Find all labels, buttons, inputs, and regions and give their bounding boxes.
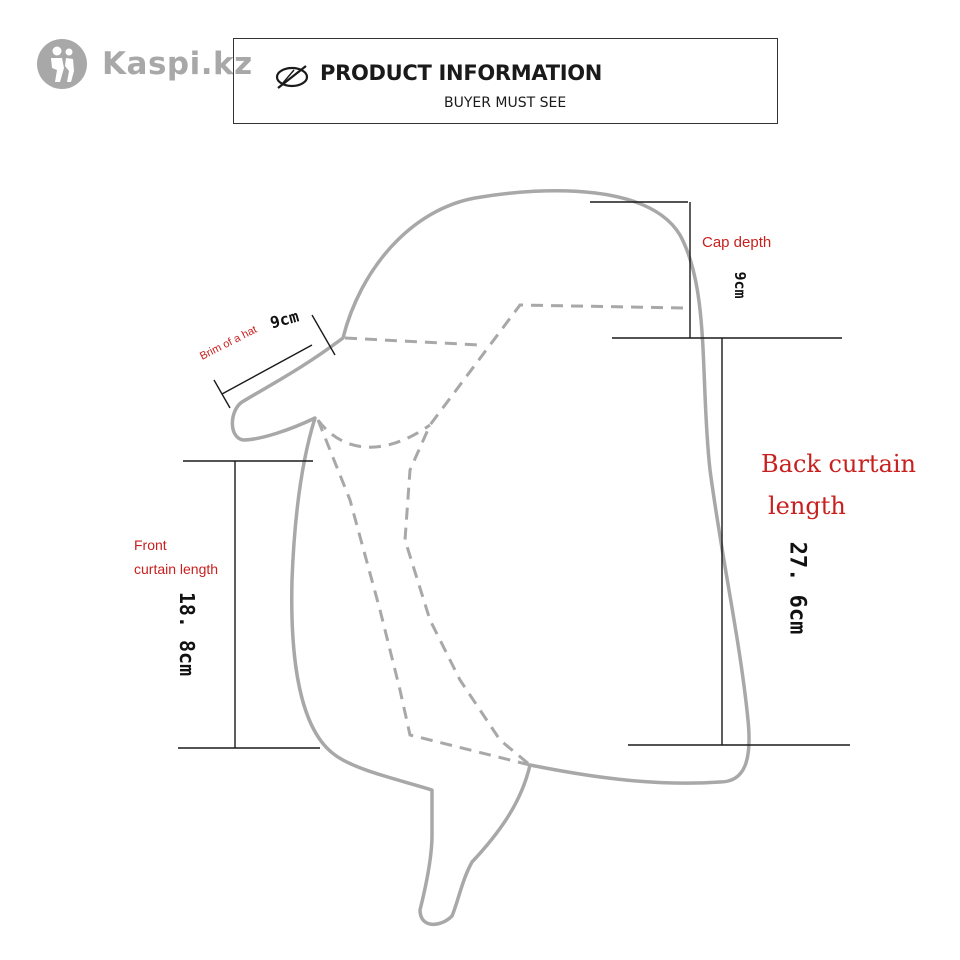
brand-name: Kaspi.kz xyxy=(102,46,253,82)
back-curtain-label-line1: Back curtain xyxy=(761,450,917,478)
dashed-seams xyxy=(316,303,684,767)
brim-tick-right xyxy=(311,314,336,356)
header-subtitle: BUYER MUST SEE xyxy=(444,95,567,111)
front-curtain-label-line2: curtain length xyxy=(134,561,219,577)
no-wash-icon xyxy=(275,65,309,89)
brand-logo: Kaspi.kz xyxy=(36,38,253,90)
back-curtain-label-line2: length xyxy=(768,492,846,520)
cap-depth-value: 9cm xyxy=(731,271,749,299)
product-info-header: PRODUCT INFORMATION BUYER MUST SEE xyxy=(233,38,778,124)
back-curtain-value: 27. 6cm xyxy=(784,541,810,635)
brim-tick-left xyxy=(213,379,231,409)
seam-face-opening xyxy=(316,419,431,449)
brim-line xyxy=(221,344,313,395)
seam-brim-base xyxy=(344,336,481,347)
kaspi-logo-icon xyxy=(37,39,87,89)
hat-outline xyxy=(230,189,751,926)
seam-front-curtain xyxy=(316,419,531,767)
seam-inner-crown xyxy=(403,303,684,767)
front-curtain-label-line1: Front xyxy=(134,537,167,553)
dimension-lines xyxy=(178,201,850,749)
header-title: PRODUCT INFORMATION xyxy=(320,61,603,85)
cap-depth-label: Cap depth xyxy=(702,234,772,251)
front-curtain-value: 18. 8cm xyxy=(175,591,199,677)
